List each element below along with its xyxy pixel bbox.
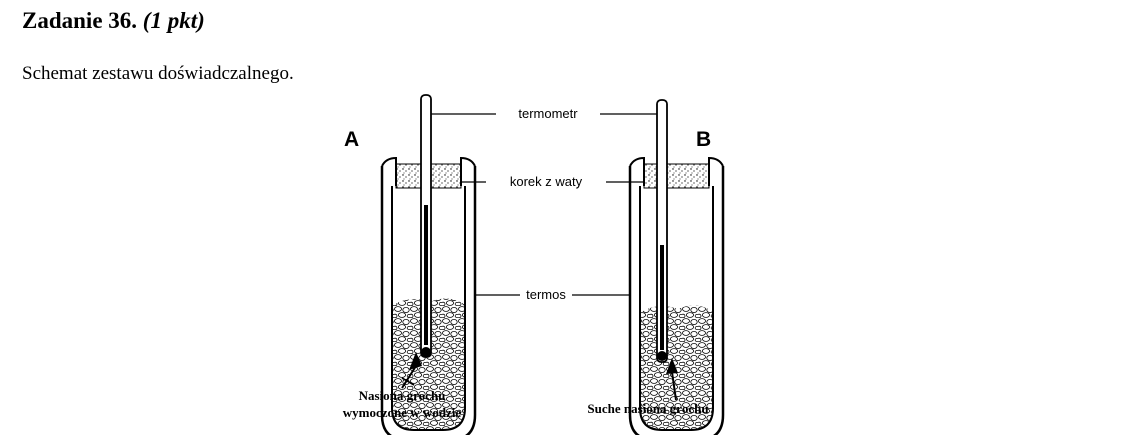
caption-a-line1: Nasiona grochu [359, 388, 446, 403]
label-thermometer: termometr [518, 106, 578, 121]
label-letter-b: B [696, 128, 711, 151]
thermos-b [628, 99, 725, 435]
intro-text: Schemat zestawu doświadczalnego. [22, 63, 294, 84]
caption-b: Suche nasiona grochu [587, 401, 708, 416]
thermos-a [380, 94, 477, 435]
caption-a-line2: wymoczone w wodzie [343, 405, 462, 420]
task-points: (1 pkt) [142, 8, 205, 33]
task-heading: Zadanie 36. (1 pkt) [22, 8, 205, 34]
arrow-a [401, 352, 422, 389]
experiment-diagram: A B termometr korek z waty termos Nasion… [330, 90, 750, 435]
label-thermos: termos [526, 287, 566, 302]
task-title: Zadanie 36. [22, 8, 138, 33]
arrow-b [666, 358, 678, 401]
leader-lines [431, 113, 657, 296]
label-letter-a: A [344, 128, 359, 151]
label-cotton-plug: korek z waty [510, 174, 583, 189]
